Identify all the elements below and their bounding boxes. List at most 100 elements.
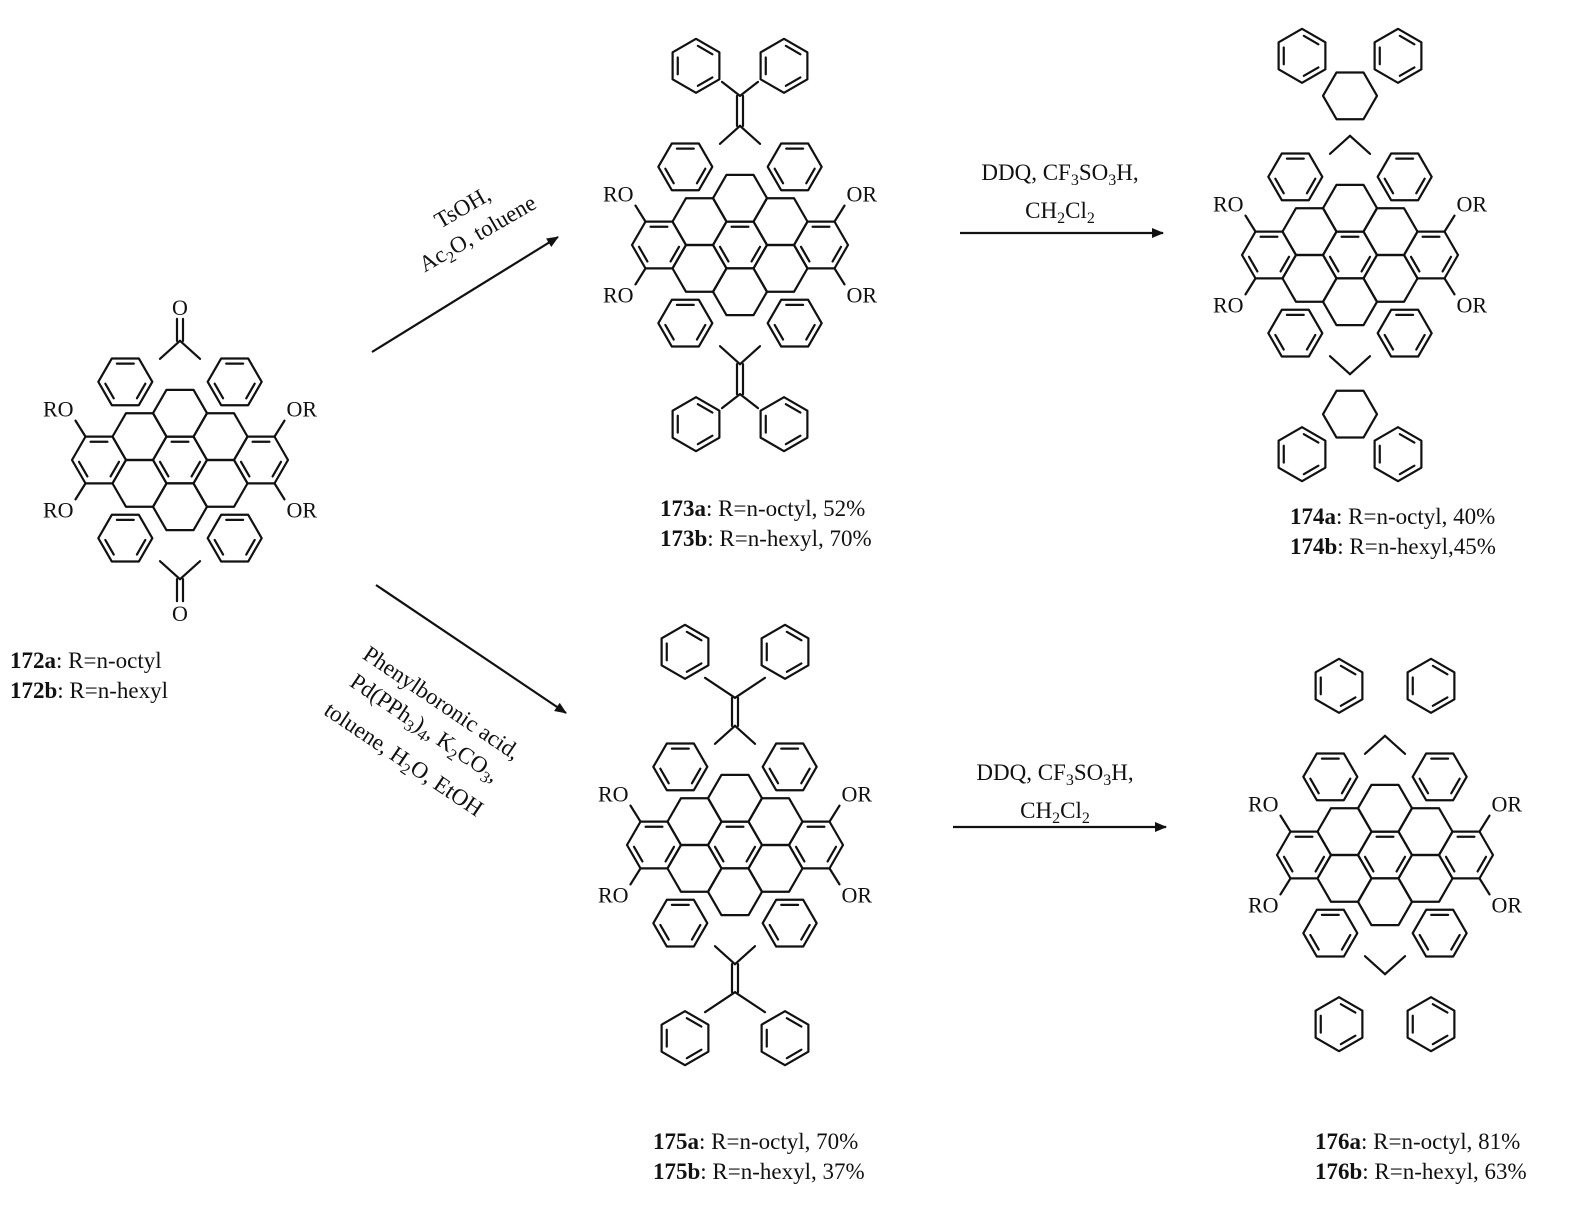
- double-bond: [1305, 333, 1317, 351]
- alkoxy-label: OR: [847, 282, 878, 307]
- bond-to-oxygen: [1279, 814, 1292, 833]
- double-bond: [695, 323, 707, 341]
- bridge-bond: [1348, 134, 1372, 155]
- benzo-ring: [1411, 752, 1468, 802]
- fused-ring: [1321, 71, 1379, 121]
- fluorene-ring: [759, 396, 809, 453]
- central-ring: [706, 820, 764, 870]
- alkoxy-label: RO: [43, 397, 74, 422]
- bond: [733, 676, 767, 699]
- double-bond: [1302, 433, 1320, 444]
- double-bond: [1340, 933, 1352, 951]
- double-bond: [669, 245, 681, 263]
- benzo-ring: [97, 357, 154, 407]
- bridge-bond: [1348, 355, 1372, 376]
- bridge-bond: [178, 339, 202, 360]
- double-bond: [785, 662, 803, 673]
- fluorene-ring: [759, 37, 809, 94]
- double-bond: [664, 167, 675, 185]
- bridge-bond: [178, 560, 202, 581]
- compound-label-173: 173a: R=n-octyl, 52% 173b: R=n-hexyl, 70…: [660, 496, 872, 551]
- double-bond: [685, 1048, 703, 1060]
- fused-benzo-ring: [1314, 657, 1364, 714]
- double-bond: [659, 767, 670, 785]
- double-bond: [632, 845, 644, 863]
- double-bond: [1302, 34, 1320, 46]
- bridge-bond: [1363, 734, 1387, 755]
- alkoxy-aryl-ring-left: [625, 820, 683, 870]
- double-bond: [1409, 255, 1421, 273]
- bridge-bond: [733, 945, 757, 966]
- alkoxy-label: OR: [1457, 292, 1488, 317]
- double-bond: [768, 923, 780, 941]
- carbonyl-oxygen-label: O: [172, 601, 188, 626]
- reaction-conditions-oxidation-top: DDQ, CF3SO3H, CH2Cl2: [981, 160, 1139, 227]
- fused-ring: [1321, 389, 1379, 439]
- double-bond: [784, 434, 802, 446]
- phenyl-ring: [660, 623, 710, 680]
- double-bond: [1418, 933, 1430, 951]
- bond: [703, 991, 737, 1014]
- double-bond: [245, 382, 256, 400]
- alkoxy-label: RO: [1248, 892, 1279, 917]
- double-bond: [135, 538, 147, 556]
- double-bond: [245, 538, 256, 556]
- alkoxy-aryl-ring-left: [630, 220, 688, 270]
- bond-to-oxygen: [1443, 277, 1456, 296]
- alkoxy-label: RO: [1213, 292, 1244, 317]
- core-ring: [671, 197, 728, 247]
- bridge-bond: [713, 724, 737, 745]
- alkoxy-aryl-ring-right: [792, 220, 850, 270]
- bond: [733, 991, 767, 1014]
- bridge-bond: [718, 124, 742, 145]
- double-bond: [773, 323, 785, 341]
- core-ring: [151, 388, 209, 438]
- alkoxy-label: RO: [1213, 192, 1244, 217]
- double-bond: [785, 630, 803, 642]
- double-bond: [784, 403, 802, 414]
- double-bond: [1398, 34, 1416, 46]
- double-bond: [109, 460, 121, 478]
- double-bond: [1450, 777, 1461, 795]
- core-ring: [706, 773, 764, 823]
- reaction-arrow-top: [371, 236, 559, 353]
- double-bond: [77, 460, 89, 478]
- central-ring: [151, 435, 209, 485]
- core-ring: [1362, 253, 1419, 303]
- double-bond: [696, 403, 714, 414]
- alkoxy-aryl-ring-right: [1402, 230, 1460, 280]
- benzo-ring: [206, 357, 263, 407]
- alkoxy-label: OR: [287, 497, 318, 522]
- benzo-ring: [657, 298, 714, 348]
- double-bond: [696, 44, 714, 56]
- fused-benzo-ring: [1406, 996, 1456, 1053]
- double-bond: [1309, 933, 1320, 951]
- double-bond: [190, 460, 202, 478]
- double-bond: [1360, 255, 1372, 273]
- core-ring: [747, 843, 804, 893]
- double-bond: [685, 630, 703, 642]
- bridge-bond: [158, 339, 182, 360]
- double-bond: [1383, 333, 1395, 351]
- benzo-ring: [657, 142, 714, 192]
- bond-to-oxygen: [273, 482, 286, 501]
- alkoxy-aryl-ring-right: [787, 820, 845, 870]
- alkoxy-label: OR: [847, 182, 878, 207]
- core-ring: [192, 458, 249, 508]
- bond-to-oxygen: [634, 204, 647, 223]
- double-bond: [1395, 855, 1407, 873]
- carbonyl-oxygen-label: O: [172, 295, 188, 320]
- double-bond: [695, 167, 707, 185]
- fused-benzo-ring: [1314, 996, 1364, 1053]
- core-ring: [151, 482, 209, 532]
- bond-to-oxygen: [273, 419, 286, 438]
- bond: [720, 80, 742, 97]
- double-bond: [750, 245, 762, 263]
- double-bond: [690, 923, 702, 941]
- double-bond: [1314, 855, 1326, 873]
- double-bond: [785, 1017, 803, 1028]
- double-bond: [785, 1048, 803, 1060]
- benzo-ring: [652, 898, 709, 948]
- bond: [720, 393, 742, 410]
- alkoxy-label: RO: [603, 182, 634, 207]
